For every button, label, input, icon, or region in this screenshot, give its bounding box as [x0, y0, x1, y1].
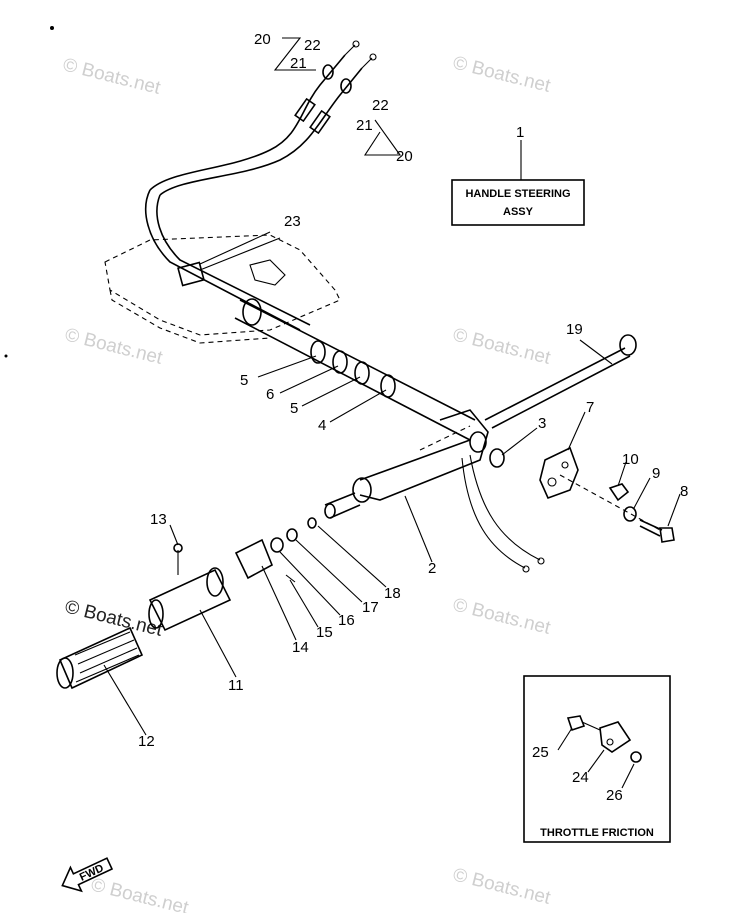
steering-bracket-outline	[104, 234, 341, 344]
callout-4: 4	[318, 417, 326, 434]
throttle-grip-parts	[148, 517, 317, 632]
throttle-friction-title: THROTTLE FRICTION	[540, 827, 654, 839]
callout-15: 15	[316, 624, 333, 641]
callout-22: 22	[304, 37, 321, 54]
rubber-grip	[56, 626, 144, 690]
watermark: © Boats.net	[451, 594, 553, 639]
assembly-label-line1: HANDLE STEERING	[465, 188, 570, 200]
leader-lines	[103, 37, 681, 736]
callout-11: 11	[228, 677, 244, 694]
callout-12: 12	[138, 733, 155, 750]
watermark: © Boats.net	[61, 54, 163, 99]
assembly-label-box: HANDLE STEERING ASSY	[451, 179, 585, 226]
callout-6: 6	[266, 386, 274, 403]
steering-handle-body	[234, 298, 489, 519]
stop-wires	[461, 454, 545, 573]
callout-21: 21	[290, 55, 307, 72]
assembly-label-line2: ASSY	[503, 206, 534, 218]
callout-20: 20	[396, 148, 413, 165]
callout-24: 24	[572, 769, 589, 786]
callout-10: 10	[622, 451, 639, 468]
watermark: © Boats.net	[451, 324, 553, 369]
callout-14: 14	[292, 639, 309, 656]
callout-25: 25	[532, 744, 549, 761]
bracket-7	[539, 446, 579, 500]
through-bolt	[419, 334, 637, 451]
watermark: © Boats.net	[451, 52, 553, 97]
washer-3	[489, 448, 505, 468]
callout-9: 9	[652, 465, 660, 482]
callout-3: 3	[538, 415, 546, 432]
callout-7: 7	[586, 399, 594, 416]
callout-19: 19	[566, 321, 583, 338]
throttle-cables	[144, 40, 377, 331]
callout-5: 5	[290, 400, 298, 417]
callout-26: 26	[606, 787, 623, 804]
callout-13: 13	[150, 511, 167, 528]
cable-clamp	[177, 237, 281, 287]
callout-22: 22	[372, 97, 389, 114]
watermark: © Boats.net	[63, 324, 165, 369]
speck	[50, 26, 54, 30]
callout-1: 1	[516, 124, 524, 141]
callout-20: 20	[254, 31, 271, 48]
callout-16: 16	[338, 612, 355, 629]
callout-18: 18	[384, 585, 401, 602]
callout-23: 23	[284, 213, 301, 230]
callout-17: 17	[362, 599, 379, 616]
callouts: 1 2 3 4 5 5 6 7 8 9 10 11 12 13 14 15 16…	[138, 31, 688, 750]
callout-5: 5	[240, 372, 248, 389]
callout-8: 8	[680, 483, 688, 500]
bolt-set	[559, 474, 675, 543]
watermark: © Boats.net	[451, 864, 553, 909]
callout-21: 21	[356, 117, 373, 134]
throttle-friction-inset: 25 24 26 THROTTLE FRICTION	[523, 675, 671, 843]
callout-2: 2	[428, 560, 436, 577]
speck	[4, 354, 8, 358]
watermark: © Boats.net	[89, 874, 191, 913]
